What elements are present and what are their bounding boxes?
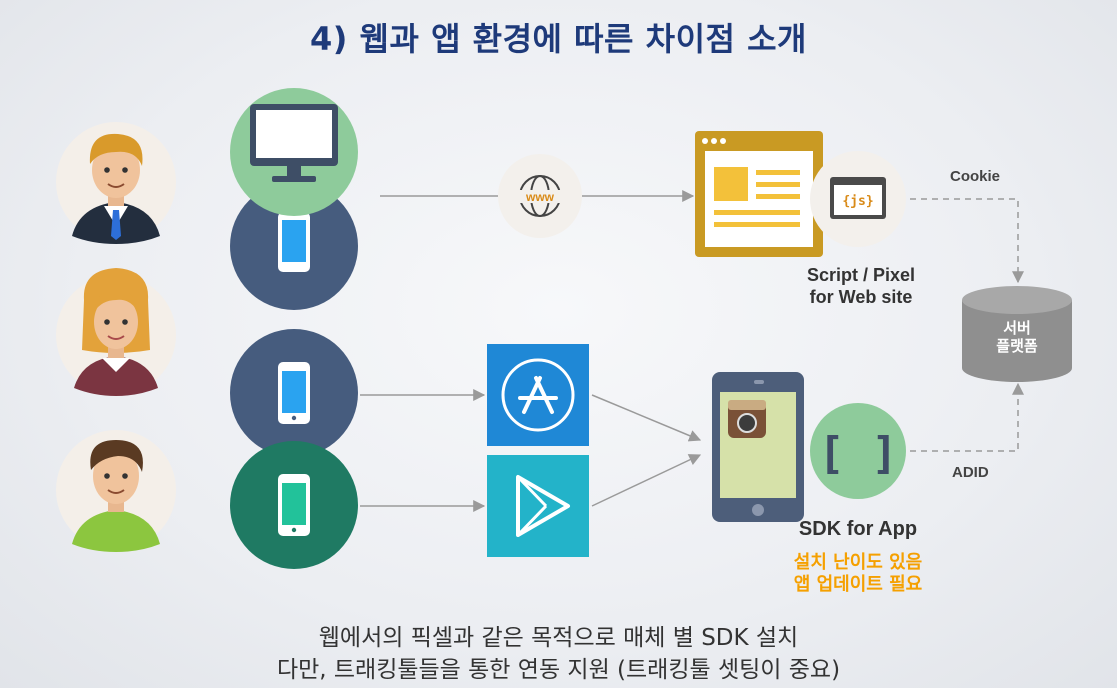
sdk-note: 앱 업데이트 필요 <box>793 574 923 595</box>
www-globe-icon: www <box>498 154 582 238</box>
bottom-text-line1: 웹에서의 픽셀과 같은 목적으로 매체 별 SDK 설치 <box>318 625 799 651</box>
www-text: www <box>525 190 555 204</box>
woman-avatar-icon <box>56 268 176 396</box>
server-label: 서버 플랫폼 <box>962 319 1072 355</box>
sdk-note: 설치 난이도 있음 <box>793 552 923 573</box>
dashed-adid-path <box>910 382 1024 452</box>
web-label-line2: for Web site <box>809 287 913 307</box>
server-label-line1: 서버 <box>1003 319 1031 337</box>
sdk-text: [ ] <box>818 428 897 479</box>
man-avatar-icon <box>56 122 176 244</box>
js-script-icon: {js} <box>810 151 906 247</box>
connectors <box>360 190 1024 512</box>
desktop-monitor-icon <box>230 88 358 310</box>
arrow-playstore-to-phone <box>591 454 702 507</box>
sdk-brackets-icon: [ ] <box>810 403 906 499</box>
server-label-line2: 플랫폼 <box>996 337 1038 355</box>
dashed-cookie-path <box>910 198 1024 284</box>
smartphone-icon <box>230 441 358 569</box>
sdk-notes: 설치 난이도 있음 앱 업데이트 필요 <box>740 552 976 596</box>
database-cylinder-icon <box>962 286 1072 382</box>
boy-avatar-icon <box>56 430 176 552</box>
webpage-icon <box>695 131 823 257</box>
instagram-app-icon <box>712 372 804 522</box>
page-title: 4) 웹과 앱 환경에 따른 차이점 소개 <box>310 20 807 58</box>
bottom-text-line2: 다만, 트래킹툴들을 통한 연동 지원 (트래킹툴 셋팅이 중요) <box>276 657 841 683</box>
sdk-for-app-label: SDK for App <box>798 518 918 540</box>
smartphone-icon <box>230 329 358 457</box>
web-script-label: Script / Pixel for Web site <box>786 264 936 308</box>
cookie-label: Cookie <box>950 168 1001 185</box>
app-store-icon <box>487 344 589 446</box>
js-text: {js} <box>842 194 873 209</box>
web-label-line1: Script / Pixel <box>806 265 916 285</box>
google-play-icon <box>487 455 589 557</box>
arrow-appstore-to-phone <box>591 394 702 442</box>
adid-label: ADID <box>952 464 989 481</box>
